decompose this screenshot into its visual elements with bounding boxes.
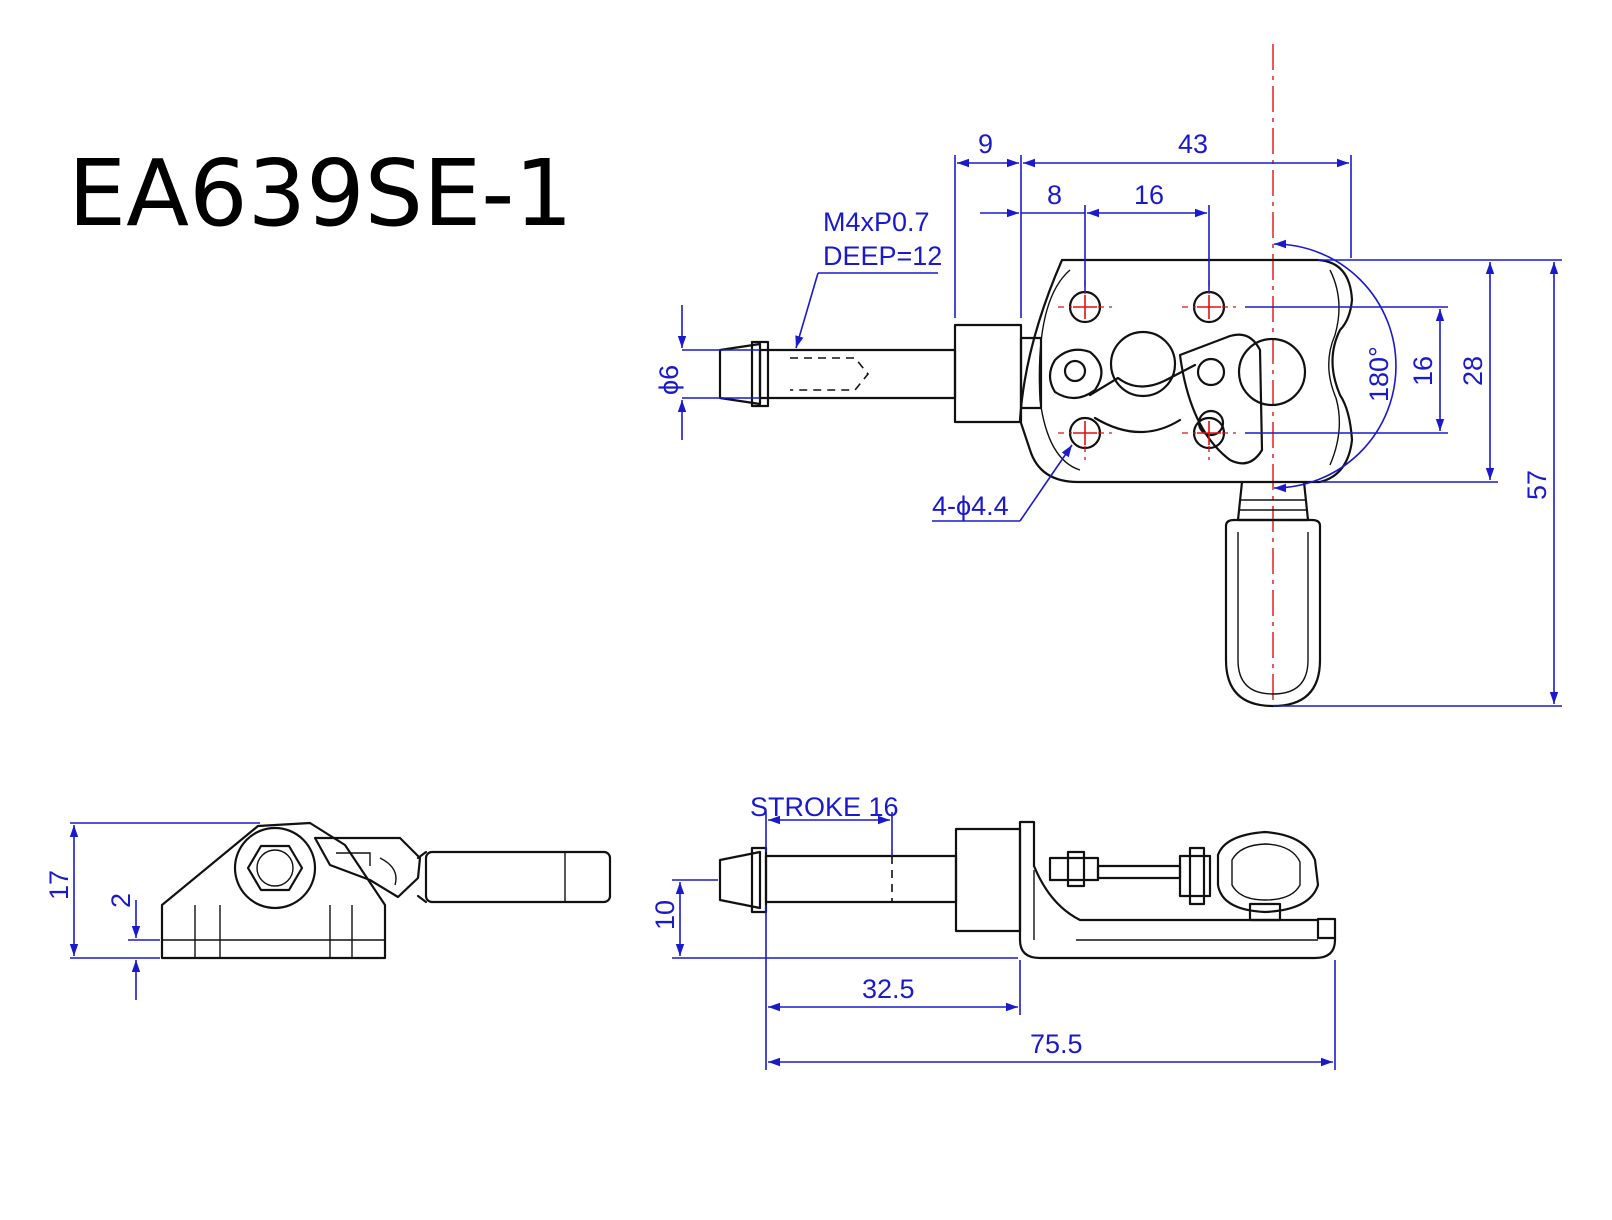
side-view: 17 2 — [44, 821, 612, 1000]
dim-10: 10 — [650, 900, 680, 930]
dim-16-top: 16 — [1134, 180, 1164, 210]
model-title: EA639SE-1 — [68, 140, 573, 247]
front-link-bar — [1096, 864, 1182, 880]
side-view-boss — [233, 826, 317, 910]
plunger-rod — [758, 348, 957, 400]
handle-grip — [1224, 518, 1322, 708]
front-view: 10 STROKE 16 32.5 75.5 — [650, 792, 1337, 1070]
mounting-holes — [1058, 280, 1236, 460]
link-pin-left — [1063, 359, 1087, 383]
dim-9: 9 — [978, 129, 993, 159]
front-handle-roller — [1216, 830, 1320, 914]
top-view: 9 43 8 16 M4xP0.7 DEEP=12 ϕ6 4-ϕ4.4 180° — [654, 44, 1562, 708]
thread-depth: DEEP=12 — [823, 241, 942, 271]
front-plate-lip — [1316, 918, 1337, 940]
side-view-lever — [313, 836, 422, 899]
front-plunger-tip — [718, 850, 762, 910]
lever-pin-upper — [1196, 357, 1226, 387]
plunger-tip — [718, 342, 762, 406]
guide-collar — [1019, 336, 1043, 410]
dim-75-5: 75.5 — [1030, 1029, 1083, 1059]
front-handle-foot — [1248, 902, 1282, 922]
link-arm — [1088, 363, 1197, 397]
dim-8: 8 — [1047, 180, 1062, 210]
front-plunger-rod — [764, 854, 958, 904]
top-view-right-flange — [1328, 269, 1341, 466]
dim-angle-180: 180° — [1364, 346, 1394, 402]
dim-holes: 4-ϕ4.4 — [932, 491, 1009, 521]
dim-43: 43 — [1178, 129, 1208, 159]
dim-16-right: 16 — [1408, 356, 1438, 386]
hex-nut-top — [750, 340, 770, 408]
dim-28: 28 — [1458, 356, 1488, 386]
dim-stroke: STROKE 16 — [750, 792, 899, 822]
dim-57: 57 — [1522, 470, 1552, 500]
thread-spec: M4xP0.7 — [823, 207, 930, 237]
front-link-right-clevis — [1188, 846, 1206, 906]
handle-grip-inner — [1237, 532, 1309, 695]
front-link-right — [1178, 854, 1212, 898]
dim-2: 2 — [106, 893, 136, 908]
link-lower-arc — [1093, 416, 1182, 434]
dim-17: 17 — [44, 870, 74, 900]
side-view-hex-nut — [246, 844, 304, 892]
front-guide-block — [954, 827, 1022, 933]
side-view-base — [160, 821, 387, 960]
dim-dia-6: ϕ6 — [654, 365, 684, 395]
front-link-left — [1048, 856, 1100, 882]
link-plate-left — [1048, 348, 1103, 400]
guide-block — [953, 323, 1023, 424]
dim-32-5: 32.5 — [862, 974, 915, 1004]
handle-pivot-boss — [1237, 337, 1307, 407]
side-view-handle — [424, 850, 612, 904]
thread-hole-hidden — [790, 357, 870, 391]
front-link-clevis — [1066, 850, 1086, 888]
pivot-boss — [1109, 330, 1177, 398]
front-base-plate — [1018, 820, 1337, 960]
handle-lever-block — [1178, 333, 1264, 465]
